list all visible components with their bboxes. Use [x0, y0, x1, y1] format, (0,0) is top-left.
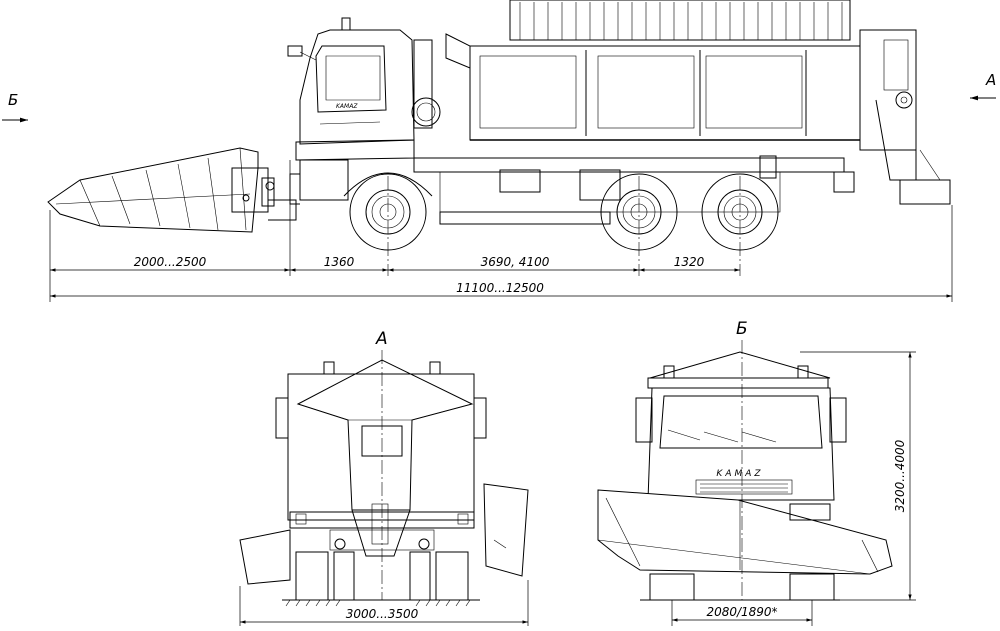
svg-text:KAMAZ: KAMAZ	[336, 103, 358, 110]
front-view-label: Б	[736, 319, 748, 339]
front-view: Б KAMAZ 2080/	[597, 319, 916, 626]
dim-front-overhang: 1360	[324, 255, 355, 269]
ground-hatch-rear	[285, 599, 471, 607]
dim-overall-length: 11100...12500	[456, 281, 544, 295]
rear-beacon-right-icon	[429, 361, 441, 375]
dim-overall-height: 3200...4000	[893, 439, 907, 512]
dim-track-width: 2080/1890*	[706, 605, 777, 619]
chassis-frame	[413, 155, 855, 225]
front-mirror-left-icon	[635, 397, 653, 443]
top-grating	[519, 2, 843, 40]
spreader-body	[445, 0, 861, 141]
section-label-right: A	[985, 71, 996, 89]
air-intake	[411, 39, 441, 129]
section-label-left: Б	[8, 91, 18, 109]
dim-wheelbase: 3690, 4100	[481, 255, 550, 269]
front-beacon-left-icon	[663, 365, 675, 379]
front-mirror-right-icon	[829, 397, 847, 443]
rear-beacon-left-icon	[323, 361, 335, 375]
rear-view-label: A	[375, 329, 388, 349]
rear-spreader	[859, 29, 951, 205]
beacon-light-icon	[341, 17, 351, 31]
dim-plow-length: 2000...2500	[134, 255, 207, 269]
cab: KAMAZ	[287, 17, 415, 205]
section-marker-left: Б	[2, 91, 28, 123]
mirror-icon	[287, 45, 303, 57]
dim-plow-width: 3000...3500	[346, 607, 419, 621]
front-beacon-right-icon	[797, 365, 809, 379]
grille-logo: KAMAZ	[716, 469, 763, 479]
dim-rear-axle-spacing: 1320	[674, 255, 705, 269]
section-marker-right: A	[970, 71, 996, 101]
front-plow-blade	[47, 147, 297, 233]
side-view: Б A	[2, 0, 996, 302]
rear-view: A	[239, 329, 529, 626]
